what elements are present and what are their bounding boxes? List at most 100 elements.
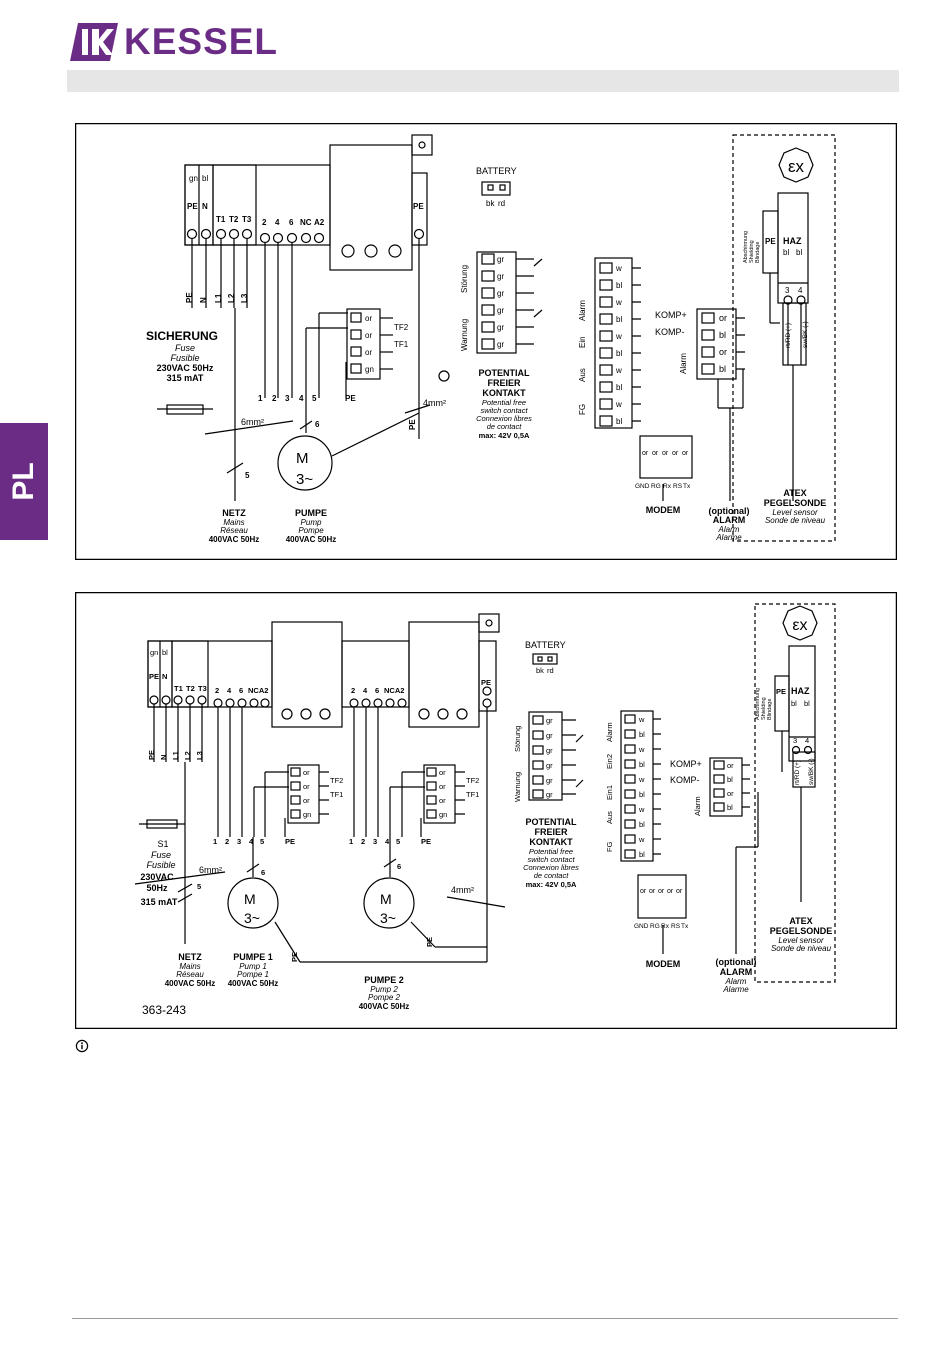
label-kontakt: KONTAKT [482,388,526,398]
label-pump: Pump [301,518,322,527]
info-icon [75,1039,89,1053]
label-w-3: w [615,332,622,341]
label-rd-2: rd [547,666,554,675]
label-pump1: Pump 1 [239,962,267,971]
label-gr-4: gr [497,306,504,315]
label-pe-2: PE [149,672,159,681]
label-tx-2: Tx [681,923,689,930]
label-400vac-p2: 400VAC 50Hz [359,1002,410,1011]
label-w2-4: w [638,805,645,814]
label-p1-n5: 5 [260,837,264,846]
label-p1-or-2: or [303,782,310,791]
label-p2-n1: 1 [349,837,353,846]
label-gr-2: gr [497,272,504,281]
label-a2: A2 [314,218,325,227]
label-connexion-2: Connexion libres [523,863,579,872]
label-w-4: w [615,366,622,375]
label-atex2-4: 4 [805,736,809,745]
label-haz2-bl-1: bl [791,699,797,708]
label-reseau-2: Réseau [176,970,204,979]
label-modem-or-1: or [642,450,649,457]
label-or-1: or [365,314,372,323]
label-alarme: Alarme [715,533,742,542]
label-n-2: N [162,672,167,681]
label-modem2-or-1: or [640,888,647,895]
label-n-v-2: N [159,755,168,760]
kessel-logo: KESSEL [70,22,278,62]
label-komp-plus-2: KOMP+ [670,759,702,769]
label-p1-or-1: or [303,768,310,777]
label-rx-2: Rx [661,923,670,930]
label-komp-minus-2: KOMP- [670,775,700,785]
label-gn-2: gn [150,648,158,657]
label-modem: MODEM [646,505,681,515]
label-bl: bl [202,174,208,183]
label-n: N [202,202,208,211]
label-400vac-pumpe: 400VAC 50Hz [286,535,337,544]
label-komp2-bl-2: bl [727,803,733,812]
label-bl2-5: bl [639,850,645,859]
label-battery: BATTERY [476,166,517,176]
label-p1-n4: 4 [249,837,254,846]
label-l3-2: L3 [195,751,204,760]
label-atex-3: 3 [785,286,790,295]
label-p2-or-3: or [439,796,446,805]
label-de-contact: de contact [487,422,523,431]
label-haz-bl-2: bl [796,248,802,257]
label-atex2-3: 3 [793,736,797,745]
label-p2-n5: 5 [396,837,400,846]
label-tf2: TF2 [394,323,409,332]
label-or-2: or [365,331,372,340]
label-pegelsonde-2: PEGELSONDE [770,926,833,936]
label-p2-n4: 4 [385,837,390,846]
label-p2-n2: 2 [361,837,365,846]
label-bk-2: bk [536,666,544,675]
label-modem2-or-5: or [676,888,683,895]
label-p2-nca2: NCA2 [384,686,404,695]
label-level-sensor-2: Level sensor [778,936,824,945]
label-p1-or-3: or [303,796,310,805]
label-komp-or-2: or [719,347,727,357]
label-l3: L3 [240,293,249,303]
label-p2-6: 6 [375,686,379,695]
label-modem2-or-2: or [649,888,656,895]
label-pe-gnd-p1: PE [290,952,299,962]
label-w2-1: w [638,715,645,724]
label-sicherung: SICHERUNG [146,329,218,343]
label-komp2-or-2: or [727,789,734,798]
label-alarm-vert-2: Alarm [605,722,614,742]
label-bl2-2: bl [639,760,645,769]
atex-ex-icon-2: εx [792,617,807,634]
label-modem-or-5: or [682,450,689,457]
label-fuse-2: Fuse [151,850,171,860]
label-p1-6: 6 [239,686,243,695]
label-modem2-or-3: or [658,888,665,895]
label-haz: HAZ [783,236,802,246]
label-l1: L1 [214,293,223,303]
label-komp-minus: KOMP- [655,327,685,337]
label-pompe: Pompe [298,526,324,535]
label-pompe2: Pompe 2 [368,993,401,1002]
label-netz-n5-2: 5 [197,882,201,891]
label-bl-1: bl [616,281,622,290]
label-t1: T1 [216,215,226,224]
label-p2-pe: PE [421,837,431,846]
header-band [67,70,899,92]
label-pe-gnd-p2: PE [425,937,434,947]
label-rx: Rx [663,483,672,490]
label-w-5: w [615,400,622,409]
label-ein2: Ein2 [605,754,614,769]
label-p1-tf2: TF2 [330,776,343,785]
label-fuse: Fuse [175,343,195,353]
label-netz: NETZ [222,508,246,518]
label-p2-n3: 3 [373,837,377,846]
label-fg: FG [578,404,587,415]
label-pumpe2: PUMPE 2 [364,975,404,985]
label-de-contact-2: de contact [534,871,570,880]
label-4mm: 4mm² [423,398,446,408]
motor1-3phase: 3~ [244,910,260,926]
label-atex-pe-2: PE [776,687,786,696]
wiring-diagram-single-pump: gn bl PE N T1 T2 T3 2 4 6 NC A2 PE PE N … [74,122,898,561]
label-atex-2: ATEX [789,916,812,926]
label-alarm-komp: Alarm [679,353,688,374]
